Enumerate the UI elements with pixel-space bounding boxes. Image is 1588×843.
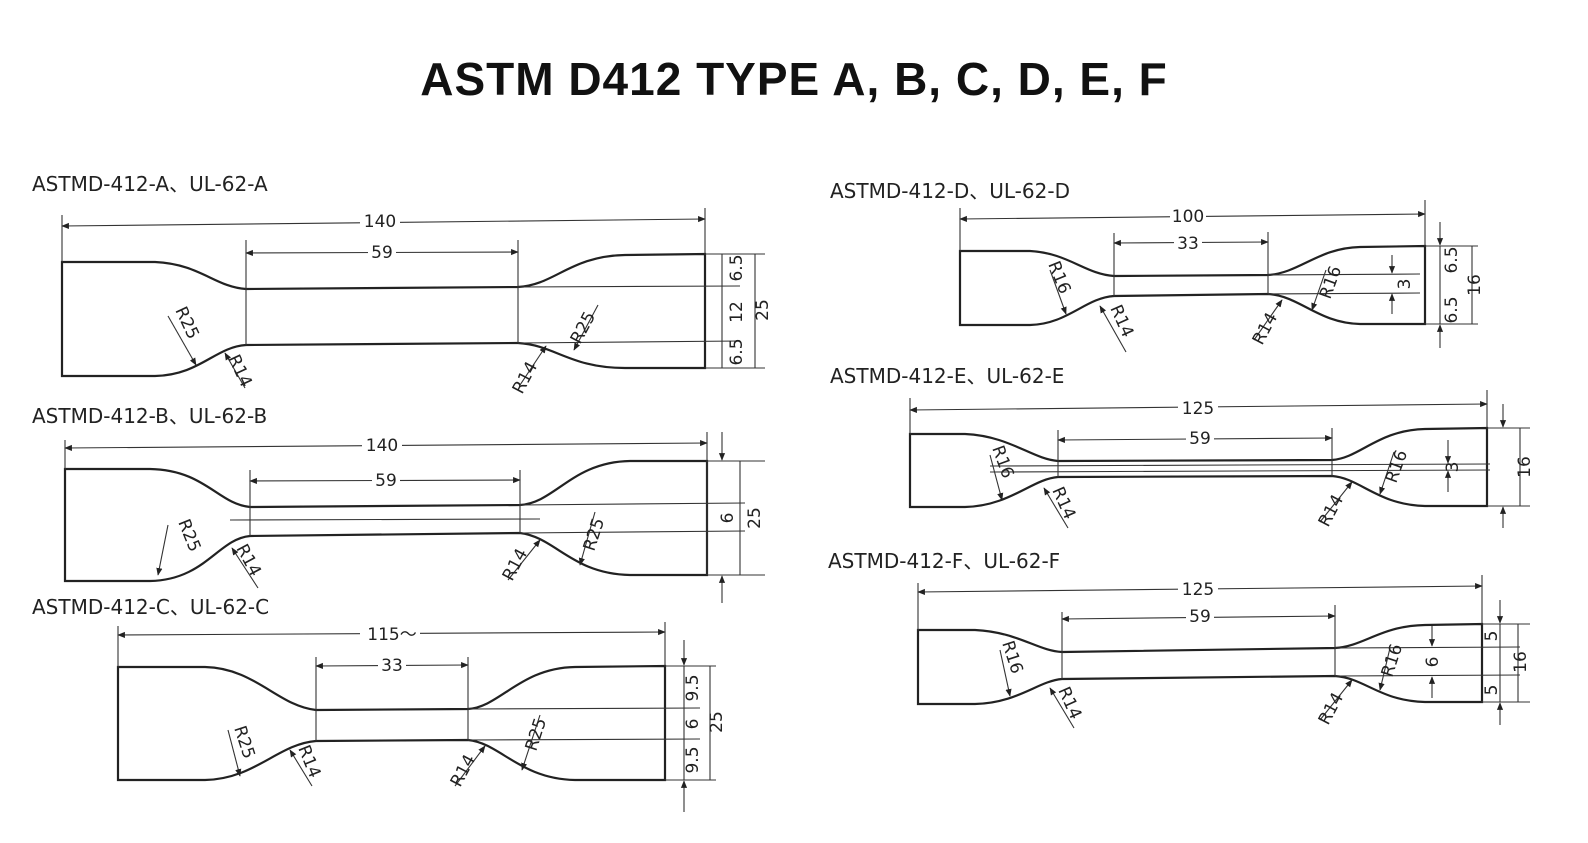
specimen-b-gauge-value: 59 — [375, 471, 397, 491]
specimen-f-width-mid: 6 — [1423, 657, 1443, 668]
specimen-f-radius-inner-left: R14 — [1053, 684, 1085, 723]
specimen-f-radius-outer-left: R16 — [997, 638, 1026, 676]
specimen-a-radius-inner-left: R14 — [223, 352, 255, 391]
page-title: ASTM D412 TYPE A, B, C, D, E, F — [420, 53, 1168, 105]
specimen-a-width-top: 6.5 — [727, 254, 747, 281]
specimen-a-label: ASTMD-412-A、UL-62-A — [32, 172, 268, 196]
specimen-d-overall-value: 100 — [1172, 207, 1204, 227]
specimen-c-label: ASTMD-412-C、UL-62-C — [32, 595, 269, 619]
specimen-a-width-bot: 6.5 — [727, 338, 747, 365]
specimen-e-radius-outer-left: R16 — [987, 443, 1017, 481]
specimen-a: ASTMD-412-A、UL-62-A 140 59 6.5 12 6.5 25… — [32, 172, 773, 397]
specimen-b-radius-outer-right: R25 — [580, 516, 609, 554]
specimen-c-gauge-value: 33 — [381, 656, 403, 676]
specimen-a-outline — [60, 252, 707, 378]
specimen-f-overall-value: 125 — [1182, 580, 1214, 600]
specimen-c-radius-inner-right: R14 — [447, 751, 480, 790]
specimen-a-overall-value: 140 — [364, 212, 396, 232]
specimen-f-width-bot: 5 — [1482, 685, 1502, 696]
specimen-d-width-bot: 6.5 — [1442, 296, 1462, 323]
specimen-c-width-bot: 9.5 — [683, 746, 703, 773]
specimen-b-width-total: 25 — [745, 507, 765, 529]
specimen-a-radius-outer-right: R25 — [567, 308, 600, 347]
specimen-e-radius-inner-left: R14 — [1047, 484, 1079, 523]
specimen-d-radius-inner-right: R14 — [1249, 309, 1282, 348]
specimen-a-width-total: 25 — [753, 299, 773, 321]
specimen-d-gauge-value: 33 — [1177, 234, 1199, 254]
specimen-e-label: ASTMD-412-E、UL-62-E — [830, 364, 1064, 388]
specimen-a-width-mid: 12 — [727, 301, 747, 323]
specimen-e-width-mid: 3 — [1443, 462, 1463, 473]
specimen-f-width-top: 5 — [1482, 631, 1502, 642]
specimen-e-width-total: 16 — [1515, 456, 1535, 478]
specimen-b-radius-outer-left: R25 — [173, 516, 204, 555]
specimen-f-gauge-value: 59 — [1189, 607, 1211, 627]
specimen-a-radius-inner-right: R14 — [509, 358, 542, 397]
specimen-e-radius-inner-right: R14 — [1315, 491, 1348, 530]
specimen-e: ASTMD-412-E、UL-62-E 125 59 3 16 R16 R14 … — [830, 364, 1535, 530]
specimen-c-width-mid: 6 — [683, 719, 703, 730]
specimen-b-radius-inner-right: R14 — [499, 545, 532, 584]
specimen-a-radius-outer-left: R25 — [170, 304, 202, 343]
specimen-e-radius-outer-right: R16 — [1382, 447, 1412, 485]
specimen-d-width-top: 6.5 — [1442, 246, 1462, 273]
specimen-d-label: ASTMD-412-D、UL-62-D — [830, 179, 1070, 203]
specimen-b: ASTMD-412-B、UL-62-B 140 59 6 25 R25 R14 … — [32, 404, 765, 603]
specimen-c-outline — [116, 664, 667, 782]
specimen-c-width-top: 9.5 — [683, 674, 703, 701]
specimen-d: ASTMD-412-D、UL-62-D 100 33 3 6.5 6.5 16 … — [830, 179, 1485, 353]
specimen-b-radius-inner-left: R14 — [232, 541, 265, 580]
specimen-f-label: ASTMD-412-F、UL-62-F — [828, 549, 1060, 573]
specimen-d-outline — [958, 244, 1427, 327]
specimen-c: ASTMD-412-C、UL-62-C 115～ 33 9.5 6 9.5 25… — [32, 595, 727, 812]
specimen-b-overall-value: 140 — [366, 436, 398, 456]
specimen-f-width-total: 16 — [1511, 651, 1531, 673]
specimen-e-gauge-value: 59 — [1189, 429, 1211, 449]
specimen-d-radius-outer-right: R16 — [1316, 263, 1346, 301]
specimen-b-width-mid: 6 — [718, 513, 738, 524]
specimen-d-width-total: 16 — [1465, 274, 1485, 296]
specimen-c-radius-inner-left: R14 — [293, 742, 324, 781]
specimen-f: ASTMD-412-F、UL-62-F 125 59 6 5 5 16 R16 … — [828, 549, 1531, 728]
specimen-b-label: ASTMD-412-B、UL-62-B — [32, 404, 267, 428]
specimen-c-radius-outer-left: R25 — [229, 723, 258, 761]
specimen-d-radius-inner-left: R14 — [1105, 302, 1137, 341]
specimen-d-width-mid: 3 — [1395, 279, 1415, 290]
specimen-e-overall-value: 125 — [1182, 399, 1214, 419]
specimen-d-radius-outer-left: R16 — [1043, 258, 1074, 297]
specimen-c-radius-outer-right: R25 — [522, 716, 551, 754]
specimen-c-width-total: 25 — [707, 711, 727, 733]
specimen-a-gauge-value: 59 — [371, 243, 393, 263]
specimen-c-overall-value: 115～ — [367, 625, 416, 645]
specimen-f-radius-inner-right: R14 — [1315, 689, 1348, 728]
